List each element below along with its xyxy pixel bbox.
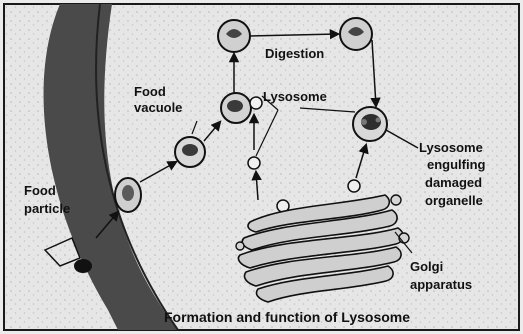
label-lysosome-engulfing-2: engulfing bbox=[427, 157, 486, 172]
label-food-particle-1: Food bbox=[24, 183, 56, 198]
food-vacuole bbox=[175, 137, 205, 167]
lysosome-small bbox=[248, 157, 260, 169]
label-golgi-2: apparatus bbox=[410, 277, 472, 292]
golgi-vesicle-2 bbox=[348, 180, 360, 192]
label-lysosome-engulfing-3: damaged bbox=[425, 175, 482, 190]
label-lysosome: Lysosome bbox=[263, 89, 327, 104]
label-food-vacuole-1: Food bbox=[134, 84, 166, 99]
lysosome-engulfing-organelle bbox=[353, 107, 387, 141]
caption: Formation and function of Lysosome bbox=[164, 309, 410, 325]
digestion-vesicle-left bbox=[218, 20, 250, 52]
label-golgi-1: Golgi bbox=[410, 259, 443, 274]
label-food-vacuole-2: vacuole bbox=[134, 100, 182, 115]
digestion-vesicle-right bbox=[340, 18, 372, 50]
label-lysosome-engulfing-4: organelle bbox=[425, 193, 483, 208]
label-lysosome-engulfing-1: Lysosome bbox=[419, 140, 483, 155]
label-digestion: Digestion bbox=[265, 46, 324, 61]
food-vacuole-forming bbox=[115, 178, 141, 212]
label-food-particle-2: particle bbox=[24, 201, 70, 216]
